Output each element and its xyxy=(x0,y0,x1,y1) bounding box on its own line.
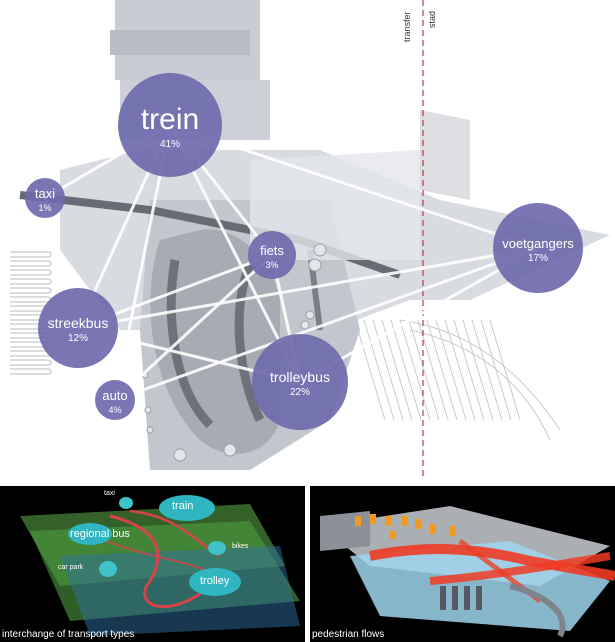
node-taxi-circle xyxy=(25,178,65,218)
taxi-3d-label: taxi xyxy=(104,490,115,497)
node-voetgangers-label: voetgangers xyxy=(502,236,574,251)
node-voetgangers: voetgangers 17% xyxy=(493,203,583,293)
node-trolleybus-label: trolleybus xyxy=(270,369,330,385)
node-streekbus-percent: 12% xyxy=(68,333,88,344)
regional-bus-3d-label: regional bus xyxy=(70,528,130,540)
node-auto: auto 4% xyxy=(95,380,135,420)
pedestrian-flow-illustration xyxy=(320,506,615,638)
trolley-3d-label: trolley xyxy=(200,575,230,587)
interchange-panel: taxi train regional bus bikes car park t… xyxy=(0,486,305,642)
node-streekbus-circle xyxy=(38,288,118,368)
pedestrian-panel: pedestrian flows xyxy=(310,486,615,642)
edge-trein-voetgangers xyxy=(169,123,539,250)
node-taxi-label: taxi xyxy=(35,186,55,201)
node-trolleybus-circle xyxy=(252,334,348,430)
interchange-caption: interchange of transport types xyxy=(2,629,135,640)
node-trolleybus-percent: 22% xyxy=(290,387,310,398)
node-fiets-circle xyxy=(248,231,296,279)
node-fiets-label: fiets xyxy=(260,243,284,258)
node-voetgangers-percent: 17% xyxy=(528,253,548,264)
node-streekbus-label: streekbus xyxy=(48,315,109,331)
node-auto-percent: 4% xyxy=(108,405,121,415)
train-3d-label: train xyxy=(172,500,194,512)
transport-nodes: trein 41% taxi 1% fiets 3% voetgangers 17% stree… xyxy=(25,73,583,430)
node-trein-percent: 41% xyxy=(160,139,180,150)
node-trolleybus: trolleybus 22% xyxy=(252,334,348,430)
node-auto-circle xyxy=(95,380,135,420)
ramp-stripes-right xyxy=(354,319,521,421)
bikes-3d-label: bikes xyxy=(232,543,249,550)
interchange-3d-illustration xyxy=(20,495,300,636)
edge-auto-fiets xyxy=(113,253,274,402)
node-streekbus: streekbus 12% xyxy=(38,288,118,368)
panel-divider-bar xyxy=(0,480,615,486)
node-taxi: taxi 1% xyxy=(25,178,65,218)
transfer-zone-label: transfer xyxy=(402,11,412,42)
node-auto-label: auto xyxy=(102,388,127,403)
edge-auto-voetgangers xyxy=(114,246,539,402)
node-trein: trein 41% xyxy=(118,73,222,177)
node-fiets: fiets 3% xyxy=(248,231,296,279)
city-zone-label: stad xyxy=(427,10,437,28)
node-fiets-percent: 3% xyxy=(265,260,278,270)
transport-share-diagram: trein 41% taxi 1% fiets 3% voetgangers 17% stree… xyxy=(10,0,610,478)
node-voetgangers-circle xyxy=(493,203,583,293)
edge-streekbus-voetgangers xyxy=(77,246,539,330)
pedestrian-caption: pedestrian flows xyxy=(312,629,385,640)
node-trein-label: trein xyxy=(141,103,199,136)
car-park-3d-label: car park xyxy=(58,564,84,571)
node-trein-circle xyxy=(118,73,222,177)
node-taxi-percent: 1% xyxy=(38,203,51,213)
